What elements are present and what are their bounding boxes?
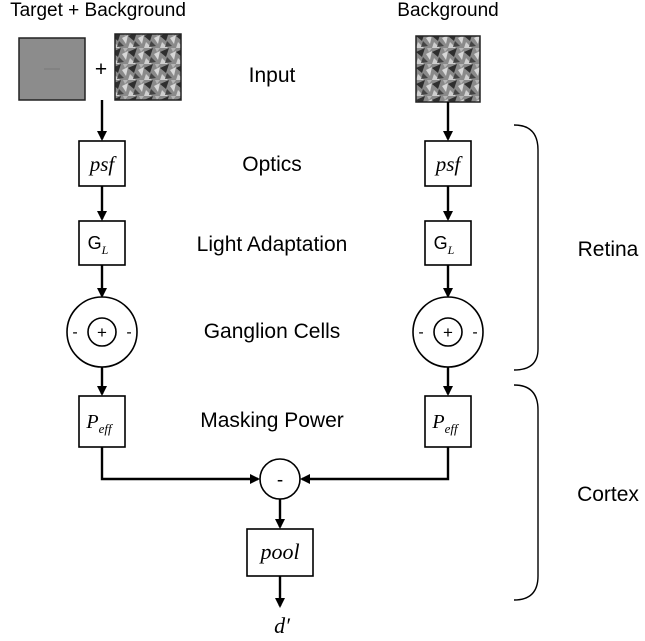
psf-label-right: psf <box>434 152 464 176</box>
background-image-right <box>415 35 481 103</box>
output-d-prime: d′ <box>274 613 291 638</box>
gain-label-right: GL <box>434 233 455 257</box>
arrow-masking-to-difference-right <box>300 447 450 484</box>
stage-label-masking-power: Masking Power <box>200 409 344 432</box>
peff-box-left <box>78 395 126 448</box>
cortex-label: Cortex <box>577 483 639 506</box>
stage-label-optics: Optics <box>242 153 302 176</box>
ganglion-center-sign-right: + <box>443 323 453 342</box>
plus-sign: + <box>95 58 107 81</box>
stage-label-light-adaptation: Light Adaptation <box>197 233 348 256</box>
stage-label-input: Input <box>249 64 296 87</box>
gabor-target <box>44 65 60 73</box>
ganglion-surround-sign-left-a: - <box>72 324 77 341</box>
arrow-masking-to-difference-left <box>100 447 260 484</box>
right-column-heading: Background <box>397 0 498 21</box>
gain-label-left: GL <box>88 233 109 257</box>
ganglion-surround-sign-right-b: - <box>472 324 477 341</box>
cortex-bracket <box>513 384 539 601</box>
peff-label-left: Peff <box>85 411 114 436</box>
left-column-heading: Target + Background <box>10 0 186 21</box>
ganglion-center-left <box>87 317 117 347</box>
retina-bracket <box>513 124 539 371</box>
ganglion-surround-sign-right-a: - <box>418 324 423 341</box>
ganglion-center-sign-left: + <box>97 323 107 342</box>
background-image-left <box>114 33 182 101</box>
gain-box-left <box>78 220 126 266</box>
ganglion-surround-sign-left-b: - <box>126 324 131 341</box>
psf-box-left <box>78 140 126 187</box>
stage-label-ganglion-cells: Ganglion Cells <box>204 320 341 343</box>
retina-label: Retina <box>578 238 639 261</box>
ganglion-center-right <box>433 317 463 347</box>
psf-label-left: psf <box>88 152 118 176</box>
peff-label-right: Peff <box>431 411 460 436</box>
gain-box-right <box>424 220 472 266</box>
pool-label: pool <box>258 539 299 564</box>
difference-sign: - <box>277 470 283 491</box>
pool-box <box>246 528 314 577</box>
